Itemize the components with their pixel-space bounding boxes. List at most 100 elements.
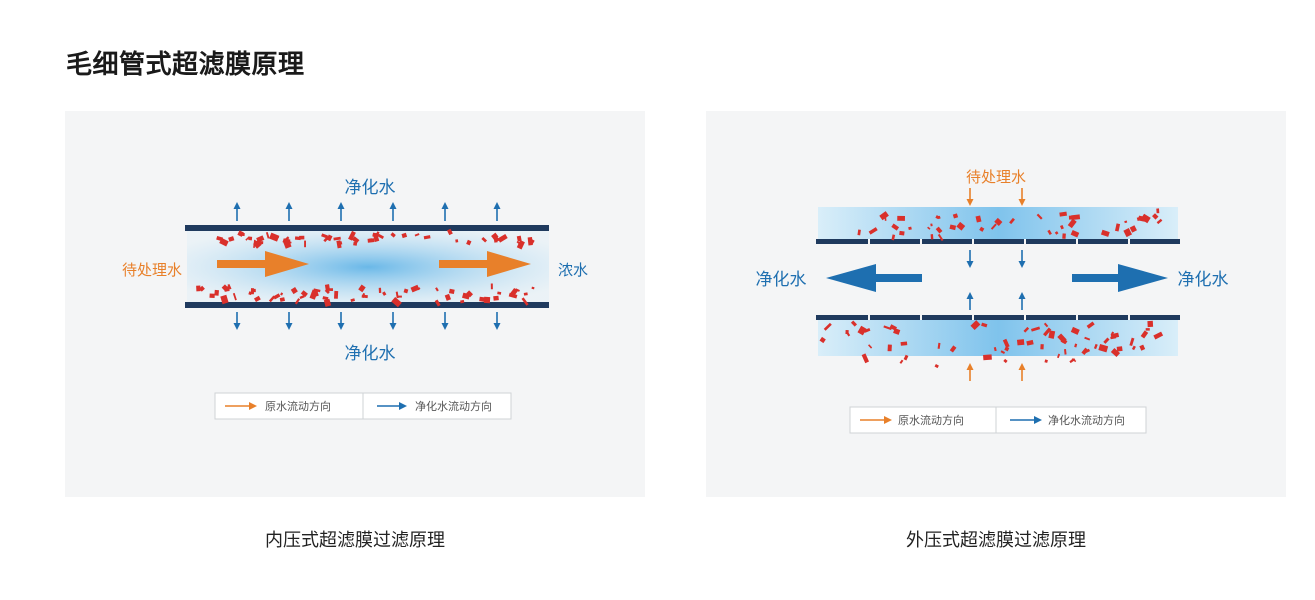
particle bbox=[481, 237, 488, 243]
particle bbox=[494, 239, 498, 243]
particle bbox=[304, 240, 306, 248]
particle bbox=[279, 297, 285, 302]
particle bbox=[994, 217, 1003, 226]
particle bbox=[1110, 335, 1117, 340]
particle bbox=[509, 288, 518, 298]
inner-diagram-svg: 净化水 净化水 待处理水 浓水 原水流动方向 净化水流动方向 bbox=[122, 178, 588, 420]
particle bbox=[493, 295, 499, 301]
particle bbox=[930, 234, 934, 240]
outer-purified-arrow-right bbox=[1072, 264, 1168, 292]
particle bbox=[1103, 337, 1110, 344]
particle bbox=[889, 324, 897, 331]
particle bbox=[1043, 322, 1049, 328]
particle bbox=[1131, 345, 1136, 351]
inner-legend-raw: 原水流动方向 bbox=[265, 399, 331, 413]
page-title: 毛细管式超滤膜原理 bbox=[66, 50, 305, 80]
outer-membrane-top bbox=[816, 239, 1180, 244]
outer-water-band-bottom bbox=[818, 320, 1178, 356]
particle bbox=[949, 345, 957, 353]
particle bbox=[883, 325, 892, 331]
inner-legend-purified: 净化水流动方向 bbox=[415, 399, 492, 413]
particle bbox=[891, 223, 900, 231]
particle bbox=[1147, 320, 1154, 328]
arrow-up-head-icon bbox=[337, 202, 345, 209]
particle bbox=[1074, 343, 1078, 348]
particle bbox=[970, 320, 981, 331]
particle bbox=[850, 320, 857, 327]
inner-particles bbox=[196, 228, 535, 308]
membrane-joint bbox=[1024, 239, 1026, 244]
outer-legend-purified: 净化水流动方向 bbox=[1048, 413, 1125, 427]
particle bbox=[294, 298, 301, 305]
particle bbox=[934, 364, 939, 369]
particle bbox=[1040, 344, 1044, 350]
particle bbox=[423, 235, 431, 240]
membrane-joint bbox=[972, 239, 974, 244]
particle bbox=[516, 240, 525, 250]
particle bbox=[903, 354, 909, 361]
particle bbox=[983, 354, 992, 361]
particle bbox=[516, 240, 522, 246]
particle bbox=[861, 353, 870, 364]
particle bbox=[324, 288, 330, 295]
particle bbox=[516, 235, 522, 242]
particle bbox=[479, 296, 487, 303]
particle bbox=[490, 283, 493, 290]
particle bbox=[377, 233, 384, 240]
particle bbox=[899, 359, 904, 364]
particle bbox=[209, 293, 215, 298]
arrow-up-head-icon bbox=[1018, 363, 1026, 370]
particle bbox=[321, 233, 328, 239]
outer-diagram-svg: 待处理水 净化水 净化水 原水流动方向 净化水流动方向 bbox=[756, 168, 1229, 434]
particle bbox=[1138, 215, 1146, 222]
particle bbox=[253, 295, 261, 303]
particle bbox=[391, 297, 402, 308]
particle bbox=[1062, 233, 1066, 239]
membrane-joint bbox=[1128, 239, 1130, 244]
particle bbox=[403, 288, 409, 294]
particle bbox=[361, 294, 368, 299]
arrow-up-head-icon bbox=[1018, 292, 1026, 299]
particle bbox=[515, 288, 520, 292]
particle bbox=[956, 221, 966, 231]
particle bbox=[227, 283, 232, 290]
particle bbox=[1110, 331, 1115, 336]
particle bbox=[313, 288, 321, 293]
particle bbox=[521, 297, 529, 306]
membrane-joint bbox=[1128, 315, 1130, 320]
inner-legend: 原水流动方向 净化水流动方向 bbox=[214, 392, 512, 420]
particle bbox=[908, 226, 912, 231]
particle bbox=[1016, 339, 1025, 346]
particle bbox=[1067, 218, 1077, 229]
particle bbox=[1124, 220, 1128, 224]
particle bbox=[338, 241, 343, 246]
particle bbox=[1002, 338, 1010, 348]
inner-purified-label-top: 净化水 bbox=[345, 178, 396, 198]
particle bbox=[899, 230, 905, 236]
membrane-joint bbox=[868, 239, 870, 244]
particle bbox=[1153, 331, 1164, 340]
particle bbox=[900, 341, 908, 346]
particle bbox=[531, 286, 535, 290]
particle bbox=[864, 328, 871, 333]
particle bbox=[1023, 326, 1030, 333]
outer-feed-label: 待处理水 bbox=[966, 168, 1026, 186]
particle bbox=[219, 237, 229, 247]
particle bbox=[1068, 215, 1078, 220]
particle bbox=[1026, 339, 1034, 346]
outer-particles bbox=[819, 208, 1164, 369]
membrane-joint bbox=[1076, 315, 1078, 320]
particle bbox=[460, 299, 465, 304]
outer-membrane-joints bbox=[868, 239, 1130, 320]
particle bbox=[241, 232, 245, 237]
particle bbox=[857, 325, 867, 336]
particle bbox=[1152, 213, 1159, 220]
particle bbox=[324, 284, 331, 291]
particle bbox=[1000, 350, 1006, 354]
inner-pressure-diagram: 净化水 净化水 待处理水 浓水 原水流动方向 净化水流动方向 bbox=[65, 111, 645, 497]
particle bbox=[1030, 326, 1041, 332]
particle bbox=[1044, 359, 1048, 363]
particle bbox=[1123, 228, 1133, 238]
particle bbox=[975, 215, 982, 223]
particle bbox=[937, 342, 941, 349]
